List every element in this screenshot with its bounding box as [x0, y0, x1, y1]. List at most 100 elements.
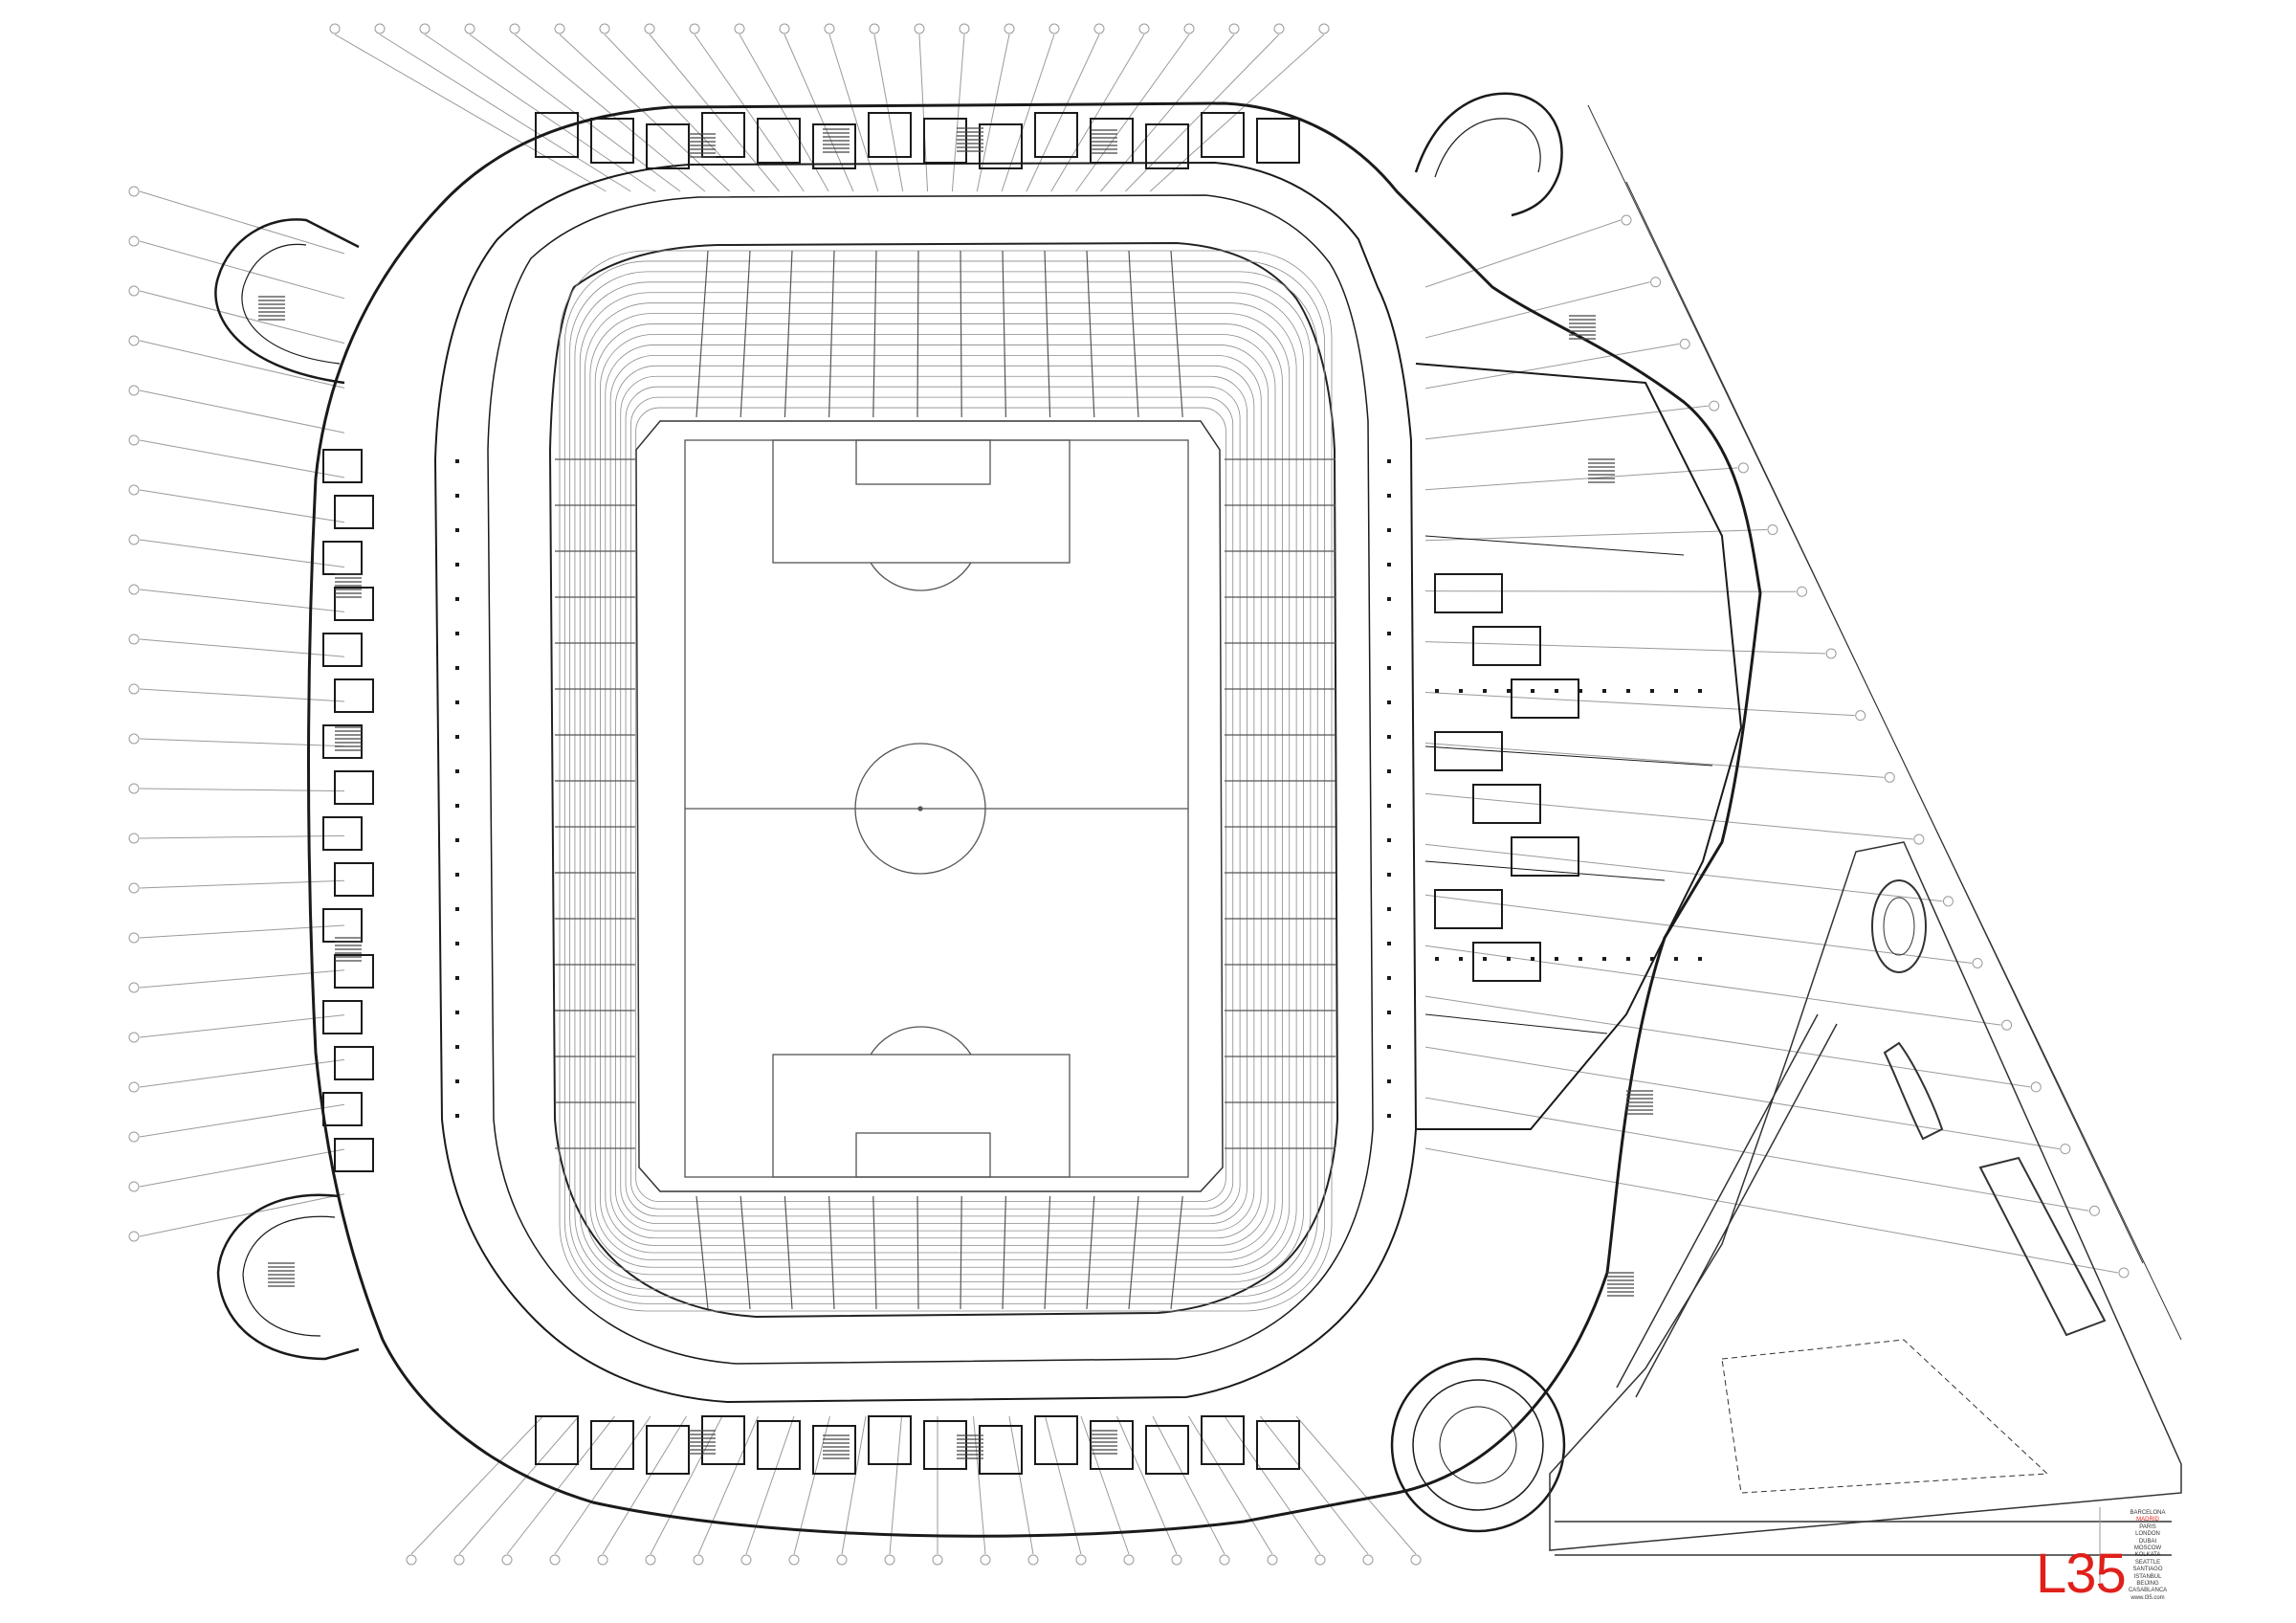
- grid-bubble: [128, 882, 140, 894]
- column: [455, 632, 459, 635]
- grid-line: [458, 1415, 580, 1555]
- column: [1555, 689, 1558, 693]
- grid-line: [694, 33, 805, 192]
- room: [334, 954, 374, 989]
- room: [334, 587, 374, 621]
- column: [1507, 689, 1511, 693]
- room: [812, 123, 856, 169]
- column: [1435, 689, 1439, 693]
- grid-bubble: [128, 1231, 140, 1242]
- column: [1578, 689, 1582, 693]
- aisle-line: [960, 1195, 962, 1310]
- grid-bubble: [2001, 1019, 2013, 1031]
- room: [322, 816, 363, 851]
- stair-hatch: [823, 128, 850, 153]
- column: [455, 804, 459, 808]
- room: [322, 724, 363, 759]
- grid-bubble: [128, 235, 140, 247]
- column: [1674, 689, 1678, 693]
- grid-line: [139, 688, 345, 702]
- grid-line: [506, 1415, 615, 1555]
- grid-bubble: [959, 23, 970, 34]
- grid-line: [1075, 33, 1190, 192]
- grid-bubble: [1183, 23, 1195, 34]
- column: [1387, 528, 1391, 532]
- south-penalty-area: [772, 1054, 1071, 1178]
- column-grid: [455, 459, 1702, 1118]
- tower-southwest-inner: [242, 1215, 336, 1337]
- north-penalty-arc: [870, 562, 972, 591]
- tower-northeast-inner: [1434, 118, 1541, 178]
- grid-line: [745, 1415, 795, 1555]
- column: [1387, 1079, 1391, 1083]
- aisle-line: [872, 250, 877, 418]
- grid-bubble: [1314, 1554, 1326, 1566]
- grid-line: [139, 969, 345, 989]
- grid-line: [1224, 1415, 1321, 1555]
- room: [535, 1415, 579, 1465]
- aisle-line: [695, 1195, 709, 1310]
- seating-row: [615, 365, 1255, 1232]
- aisle-line: [828, 1195, 835, 1310]
- grid-bubble: [734, 23, 745, 34]
- column: [455, 976, 459, 980]
- room: [923, 118, 967, 164]
- grid-bubble: [128, 335, 140, 346]
- centre-circle: [854, 743, 986, 875]
- plaza-oval-feature-inner: [1883, 897, 1915, 956]
- grid-line: [951, 33, 965, 192]
- grid-line: [1424, 641, 1826, 655]
- grid-bubble: [128, 683, 140, 695]
- plaza-outline: [1549, 841, 2182, 1551]
- grid-bubble: [884, 1554, 895, 1566]
- grid-bubble: [1318, 23, 1330, 34]
- stair-hatch: [1091, 129, 1117, 154]
- office-item: BARCELONA: [2130, 1510, 2166, 1516]
- column: [1387, 942, 1391, 945]
- column: [1698, 957, 1702, 961]
- room: [1472, 942, 1541, 982]
- aisle-line: [695, 250, 709, 418]
- grid-bubble: [599, 23, 610, 34]
- room: [322, 1092, 363, 1126]
- office-item: SEATTLE: [2134, 1559, 2161, 1566]
- grid-bubble: [128, 1131, 140, 1143]
- room: [1256, 1420, 1300, 1470]
- grid-line: [828, 33, 879, 192]
- grid-line: [1260, 1415, 1369, 1555]
- room: [334, 1138, 374, 1172]
- firm-logo-l35: L35: [2036, 1543, 2127, 1605]
- tower-southeast-inner: [1412, 1379, 1544, 1511]
- site-plaza: [1549, 104, 2182, 1556]
- tower-southwest: [216, 1193, 360, 1361]
- grid-bubble: [406, 1554, 417, 1566]
- aisle-line: [916, 250, 919, 418]
- room: [701, 112, 745, 158]
- room: [646, 1425, 690, 1475]
- upper-tier-edge: [487, 194, 1374, 1365]
- grid-bubble: [1884, 771, 1895, 783]
- grid-line: [1424, 343, 1680, 389]
- column: [455, 838, 459, 842]
- grid-line: [1424, 467, 1738, 491]
- seating-row: [574, 281, 1312, 1290]
- grid-line: [139, 1014, 345, 1038]
- stair-hatch: [1626, 1090, 1653, 1115]
- aisle-line: [960, 250, 962, 418]
- grid-bubble: [1219, 1554, 1230, 1566]
- room: [1034, 1415, 1078, 1465]
- column: [455, 942, 459, 945]
- grid-line: [1188, 1415, 1273, 1555]
- grid-line: [841, 1415, 867, 1555]
- grid-bubble: [509, 23, 520, 34]
- grid-line: [1424, 995, 2031, 1088]
- column: [1602, 957, 1606, 961]
- grid-line: [139, 589, 345, 612]
- grid-line: [139, 1058, 345, 1088]
- room: [1256, 118, 1300, 164]
- grid-bubble: [836, 1554, 848, 1566]
- grid-bubble: [1004, 23, 1015, 34]
- column: [455, 666, 459, 670]
- grid-bubble: [501, 1554, 513, 1566]
- column: [1483, 689, 1487, 693]
